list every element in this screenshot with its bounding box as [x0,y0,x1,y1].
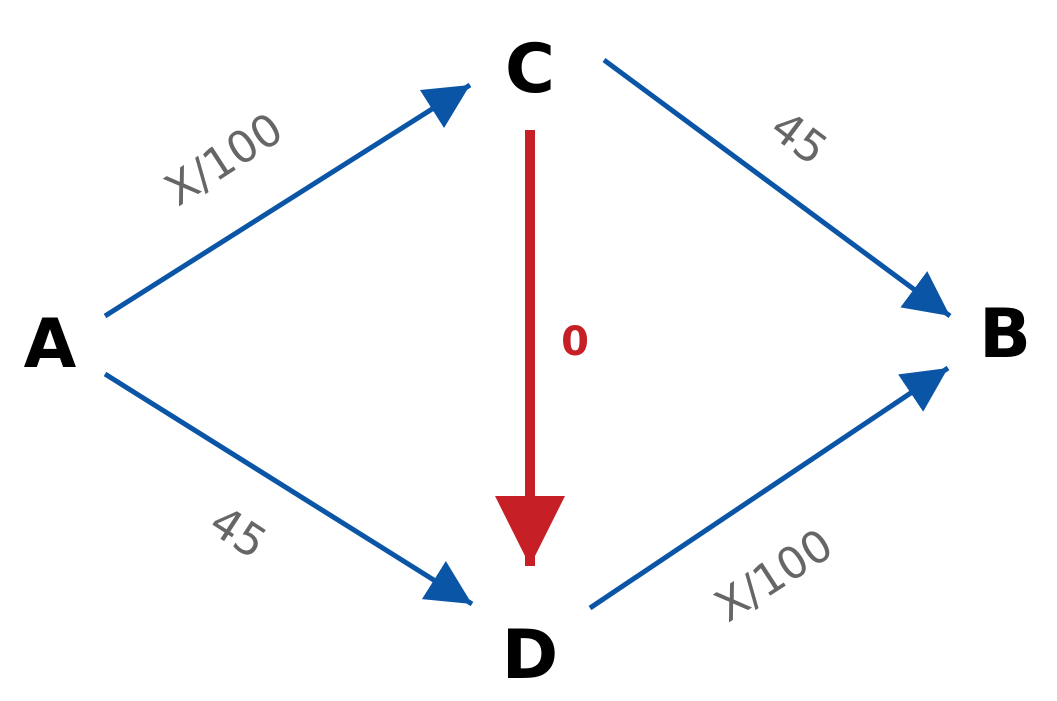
edge-label-c-b: 45 [761,101,836,175]
edge-d-b [588,365,950,611]
edge-label-d-b: X/100 [706,519,842,632]
node-b: B [979,295,1031,374]
edge-label-a-d: 45 [201,496,276,569]
edge-c-b [602,57,952,319]
edge-a-d [103,371,474,607]
node-c: C [505,30,555,109]
node-d: D [502,616,558,695]
edge-a-c [103,82,472,319]
node-a: A [24,305,77,384]
edge-label-c-d: 0 [561,319,589,365]
edge-label-a-c: X/100 [156,103,292,216]
